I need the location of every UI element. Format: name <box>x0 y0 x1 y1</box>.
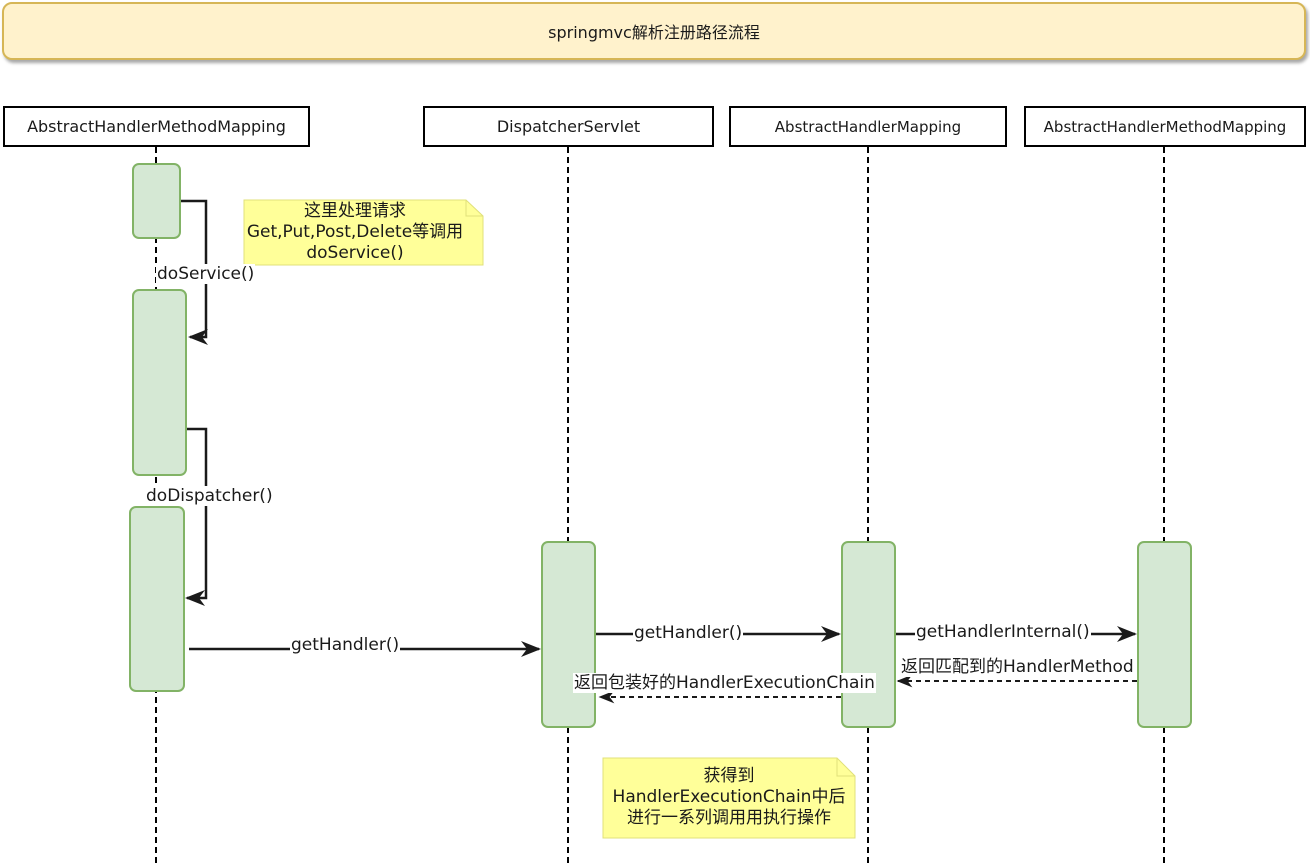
activation-bar[interactable] <box>541 541 596 728</box>
message-label-do-dispatcher: doDispatcher() <box>145 486 274 506</box>
participant-label: AbstractHandlerMethodMapping <box>27 117 286 136</box>
message-label-get-handler-internal: getHandlerInternal() <box>915 622 1091 642</box>
diagram-title: springmvc解析注册路径流程 <box>2 2 1306 60</box>
participant-label: AbstractHandlerMethodMapping <box>1043 117 1287 136</box>
activation-bar[interactable] <box>1137 541 1192 728</box>
arrow-do-dispatcher <box>185 427 208 606</box>
note-line: Get,Put,Post,Delete等调用 <box>246 222 464 242</box>
note-shape <box>243 199 484 266</box>
lifeline-2 <box>567 147 569 863</box>
activation-bar[interactable] <box>841 541 896 728</box>
message-label-get-handler-2: getHandler() <box>633 623 744 643</box>
participant-dispatcher-servlet[interactable]: DispatcherServlet <box>423 106 714 147</box>
note-line: doService() <box>306 243 404 263</box>
note-line: HandlerExecutionChain中后 <box>612 787 846 807</box>
participant-abstract-handler-mapping[interactable]: AbstractHandlerMapping <box>729 106 1007 147</box>
participant-abstract-handler-method-mapping-left[interactable]: AbstractHandlerMethodMapping <box>3 106 310 147</box>
note-fold <box>465 200 483 217</box>
message-label-return-execution-chain: 返回包装好的HandlerExecutionChain <box>573 673 876 693</box>
note-request-handling: 这里处理请求 Get,Put,Post,Delete等调用 doService(… <box>244 201 466 264</box>
message-label-do-service: doService() <box>156 264 256 284</box>
diagram-title-text: springmvc解析注册路径流程 <box>548 23 760 42</box>
activation-bar[interactable] <box>132 163 181 239</box>
note-line: 这里处理请求 <box>304 201 406 221</box>
participant-abstract-handler-method-mapping-right[interactable]: AbstractHandlerMethodMapping <box>1024 106 1306 147</box>
message-label-get-handler-1: getHandler() <box>290 635 401 655</box>
activation-bar[interactable] <box>132 289 187 476</box>
note-line: 进行一系列调用用执行操作 <box>627 808 831 828</box>
message-label-return-handler-method: 返回匹配到的HandlerMethod <box>900 657 1135 677</box>
note-line: 获得到 <box>703 766 755 786</box>
lifeline-3 <box>867 147 869 863</box>
note-fold <box>836 758 855 777</box>
note-execution-chain: 获得到 HandlerExecutionChain中后 进行一系列调用用执行操作 <box>603 766 855 829</box>
participant-label: AbstractHandlerMapping <box>774 117 962 136</box>
note-shape <box>602 757 856 839</box>
lifeline-4 <box>1163 147 1165 863</box>
activation-bar[interactable] <box>129 506 185 692</box>
participant-label: DispatcherServlet <box>496 117 641 136</box>
